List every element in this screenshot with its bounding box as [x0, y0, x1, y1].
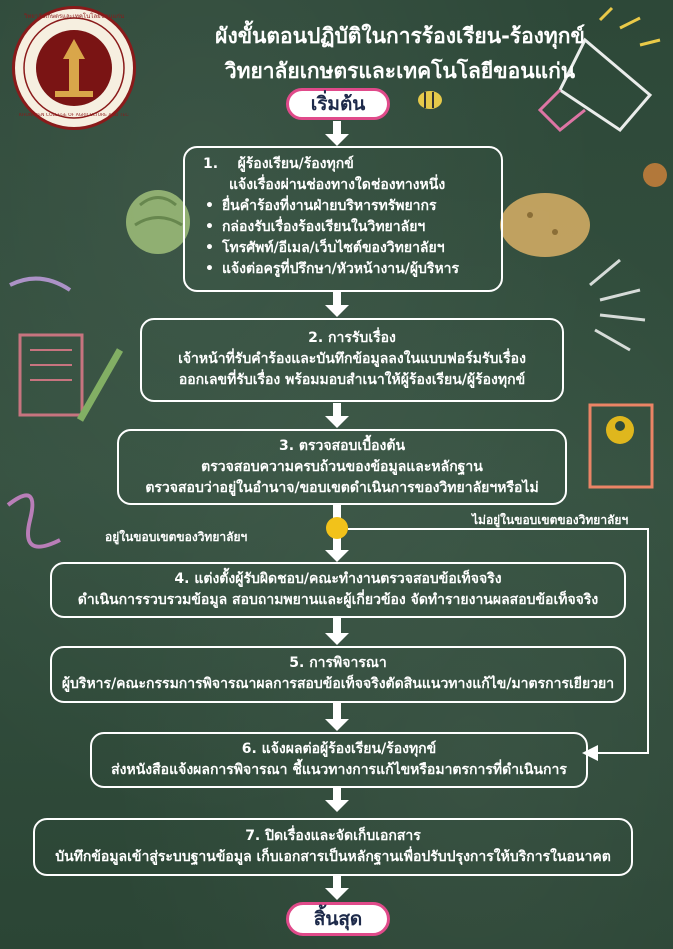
step-7-box: 7. ปิดเรื่องและจัดเก็บเอกสาร บันทึกข้อมู…	[33, 818, 633, 876]
step-6-heading: 6. แจ้งผลต่อผู้ร้องเรียน/ร้องทุกข์	[241, 741, 437, 757]
step-7-line: บันทึกข้อมูลเข้าสู่ระบบฐานข้อมูล เก็บเอก…	[55, 849, 611, 865]
step-7-heading: 7. ปิดเรื่องและจัดเก็บเอกสาร	[245, 828, 421, 844]
step-5-box: 5. การพิจารณา ผู้บริหาร/คณะกรรมการพิจารณ…	[50, 646, 626, 703]
page-title-line1: ผังขั้นตอนปฏิบัติในการร้องเรียน-ร้องทุกข…	[215, 24, 585, 48]
sunburst-doodle	[589, 258, 646, 352]
step-1-channel-item: ยื่นคำร้องที่งานฝ่ายบริหารทรัพยากร	[205, 196, 501, 217]
arrow-7-to-end	[325, 875, 349, 900]
step-6-line: ส่งหนังสือแจ้งผลการพิจารณา ชี้แนวทางการแ…	[111, 762, 567, 778]
squiggle-doodle	[6, 493, 61, 549]
step-4-line: ดำเนินการรวบรวมข้อมูล สอบถามพยานและผู้เก…	[77, 592, 599, 608]
lettuce-doodle	[126, 190, 190, 254]
squiggle-doodle	[9, 276, 72, 292]
arrow-5-to-6	[325, 702, 349, 731]
page-title-line2: วิทยาลัยเกษตรและเทคโนโลยีขอนแก่น	[224, 59, 576, 83]
decision-dot	[326, 517, 348, 539]
megaphone-doodle	[537, 6, 667, 187]
step-3-box: 3. ตรวจสอบเบื้องต้น ตรวจสอบความครบถ้วนขอ…	[117, 429, 567, 505]
college-seal: วิทยาลัยเกษตรและเทคโนโลยีขอนแก่น KHONKAE…	[12, 6, 136, 130]
notebook-doodle	[18, 333, 124, 422]
arrow-6-to-7	[325, 787, 349, 812]
step-5-heading: 5. การพิจารณา	[289, 655, 387, 671]
step-1-channel-list: ยื่นคำร้องที่งานฝ่ายบริหารทรัพยากร กล่อง…	[185, 196, 501, 280]
step-1-subheading: แจ้งเรื่องผ่านช่องทางใดช่องทางหนึ่ง	[229, 177, 446, 193]
end-pill: สิ้นสุด	[286, 902, 390, 936]
step-2-line: ออกเลขที่รับเรื่อง พร้อมมอบสำเนาให้ผู้ร้…	[178, 372, 526, 388]
step-1-number: 1.	[203, 156, 219, 172]
step-3-line: ตรวจสอบว่าอยู่ในอำนาจ/ขอบเขตดำเนินการของ…	[145, 480, 539, 496]
start-pill: เริ่มต้น	[286, 88, 390, 120]
step-1-channel-item: แจ้งต่อครูที่ปรึกษา/หัวหน้างาน/ผู้บริหาร	[205, 259, 501, 280]
step-4-heading: 4. แต่งตั้งผู้รับผิดชอบ/คณะทำงานตรวจสอบข…	[174, 571, 502, 587]
branch-label-in-scope: อยู่ในขอบเขตของวิทยาลัยฯ	[105, 530, 248, 544]
arrow-1-to-2	[325, 292, 349, 317]
potato-doodle	[500, 193, 590, 257]
branch-out-of-scope-line	[348, 528, 649, 761]
seal-text-top: วิทยาลัยเกษตรและเทคโนโลยีขอนแก่น	[23, 13, 125, 20]
seal-ring	[23, 17, 125, 119]
arrow-3-to-decision	[333, 504, 341, 518]
seal-text-bottom: KHONKAEN COLLEGE OF AGRICULTURE AND TECH…	[19, 113, 129, 118]
arrow-4-to-5	[325, 616, 349, 645]
document-doodle	[588, 403, 654, 489]
step-5-line: ผู้บริหาร/คณะกรรมการพิจารณาผลการสอบข้อเท…	[61, 676, 615, 692]
arrow-decision-to-4	[325, 537, 349, 562]
branch-label-out-of-scope: ไม่อยู่ในขอบเขตของวิทยาลัยฯ	[472, 513, 629, 527]
step-1-box: 1. ผู้ร้องเรียน/ร้องทุกข์ แจ้งเรื่องผ่าน…	[183, 146, 503, 292]
step-1-heading-line: 1. ผู้ร้องเรียน/ร้องทุกข์	[185, 154, 501, 175]
step-2-heading: 2. การรับเรื่อง	[308, 330, 396, 346]
step-6-box: 6. แจ้งผลต่อผู้ร้องเรียน/ร้องทุกข์ ส่งหน…	[90, 732, 588, 788]
step-4-box: 4. แต่งตั้งผู้รับผิดชอบ/คณะทำงานตรวจสอบข…	[50, 562, 626, 618]
step-1-channel-item: โทรศัพท์/อีเมล/เว็บไซต์ของวิทยาลัยฯ	[205, 238, 501, 259]
step-3-line: ตรวจสอบความครบถ้วนของข้อมูลและหลักฐาน	[201, 459, 483, 475]
arrow-2-to-3	[325, 403, 349, 428]
step-2-box: 2. การรับเรื่อง เจ้าหน้าที่รับคำร้องและบ…	[140, 318, 564, 402]
step-1-heading: ผู้ร้องเรียน/ร้องทุกข์	[237, 156, 354, 172]
arrow-start-to-1	[325, 121, 349, 146]
step-1-channel-item: กล่องรับเรื่องร้องเรียนในวิทยาลัยฯ	[205, 217, 501, 238]
step-2-line: เจ้าหน้าที่รับคำร้องและบันทึกข้อมูลลงในแ…	[178, 351, 526, 367]
step-3-heading: 3. ตรวจสอบเบื้องต้น	[278, 438, 406, 454]
bee-doodle	[418, 91, 442, 109]
